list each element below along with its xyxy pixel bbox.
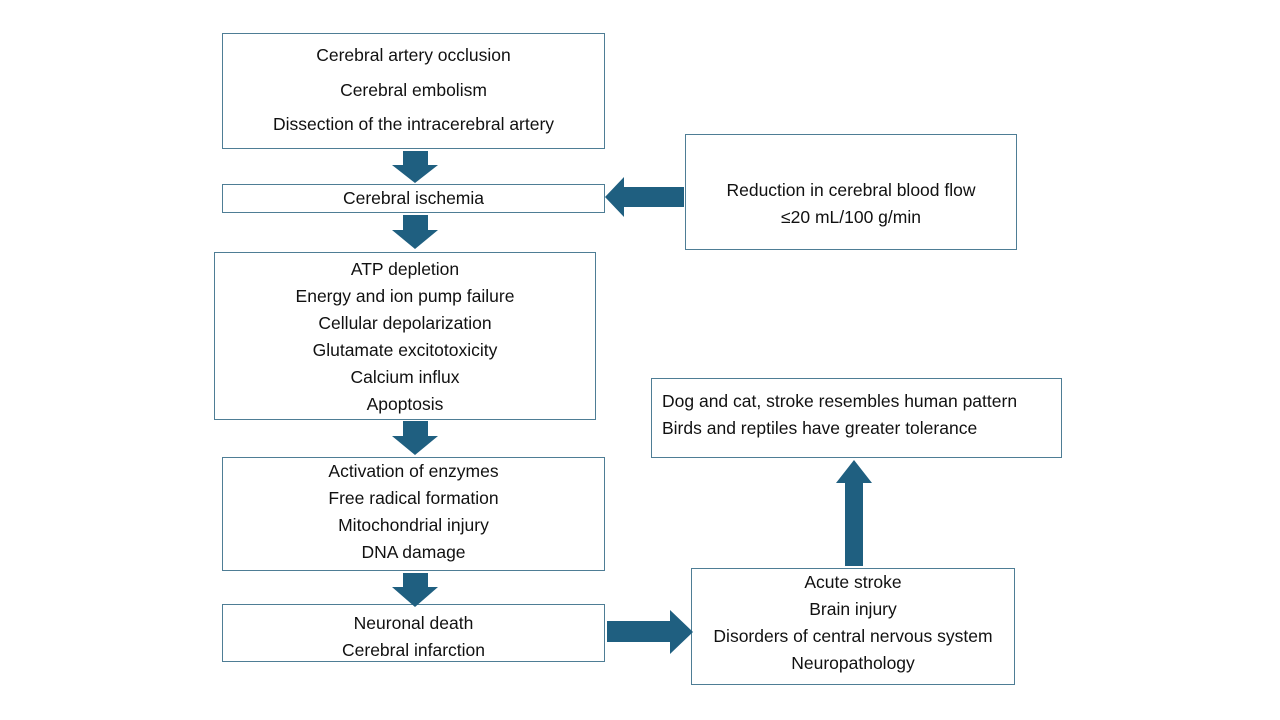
outcomes-line: Acute stroke [804, 572, 902, 592]
ischemia-box: Cerebral ischemia [222, 184, 605, 213]
enzymes-line: DNA damage [361, 542, 466, 562]
enzymes-line: Activation of enzymes [328, 461, 499, 481]
outcomes-line: Neuropathology [791, 653, 915, 673]
death-line: Neuronal death [353, 613, 474, 633]
outcomes-box: Acute stroke Brain injury Disorders of c… [691, 568, 1015, 685]
species-box: Dog and cat, stroke resembles human patt… [651, 378, 1062, 458]
species-line: Dog and cat, stroke resembles human patt… [662, 391, 1018, 411]
outcomes-line: Brain injury [809, 599, 897, 619]
causes-box: Cerebral artery occlusion Cerebral embol… [222, 33, 605, 149]
outcomes-line: Disorders of central nervous system [713, 626, 993, 646]
enzymes-line: Free radical formation [328, 488, 499, 508]
enzymes-line: Mitochondrial injury [338, 515, 489, 535]
enzymes-box: Activation of enzymes Free radical forma… [222, 457, 605, 571]
energy-failure-line: Apoptosis [366, 394, 444, 414]
energy-failure-line: Cellular depolarization [318, 313, 492, 333]
species-line: Birds and reptiles have greater toleranc… [662, 418, 978, 438]
causes-line: Dissection of the intracerebral artery [272, 114, 555, 134]
energy-failure-line: ATP depletion [350, 259, 460, 279]
energy-failure-box: ATP depletion Energy and ion pump failur… [214, 252, 596, 420]
blood-flow-box: Reduction in cerebral blood flow ≤20 mL/… [685, 134, 1017, 250]
blood-flow-line: Reduction in cerebral blood flow [726, 180, 976, 200]
energy-failure-line: Calcium influx [350, 367, 460, 387]
energy-failure-line: Energy and ion pump failure [295, 286, 515, 306]
neuronal-death-box: Neuronal death Cerebral infarction [222, 604, 605, 662]
ischemia-label: Cerebral ischemia [342, 188, 485, 208]
death-line: Cerebral infarction [342, 640, 485, 660]
causes-line: Cerebral embolism [340, 79, 487, 100]
blood-flow-line: ≤20 mL/100 g/min [781, 207, 921, 227]
causes-line: Cerebral artery occlusion [316, 45, 511, 65]
energy-failure-line: Glutamate excitotoxicity [312, 340, 498, 360]
